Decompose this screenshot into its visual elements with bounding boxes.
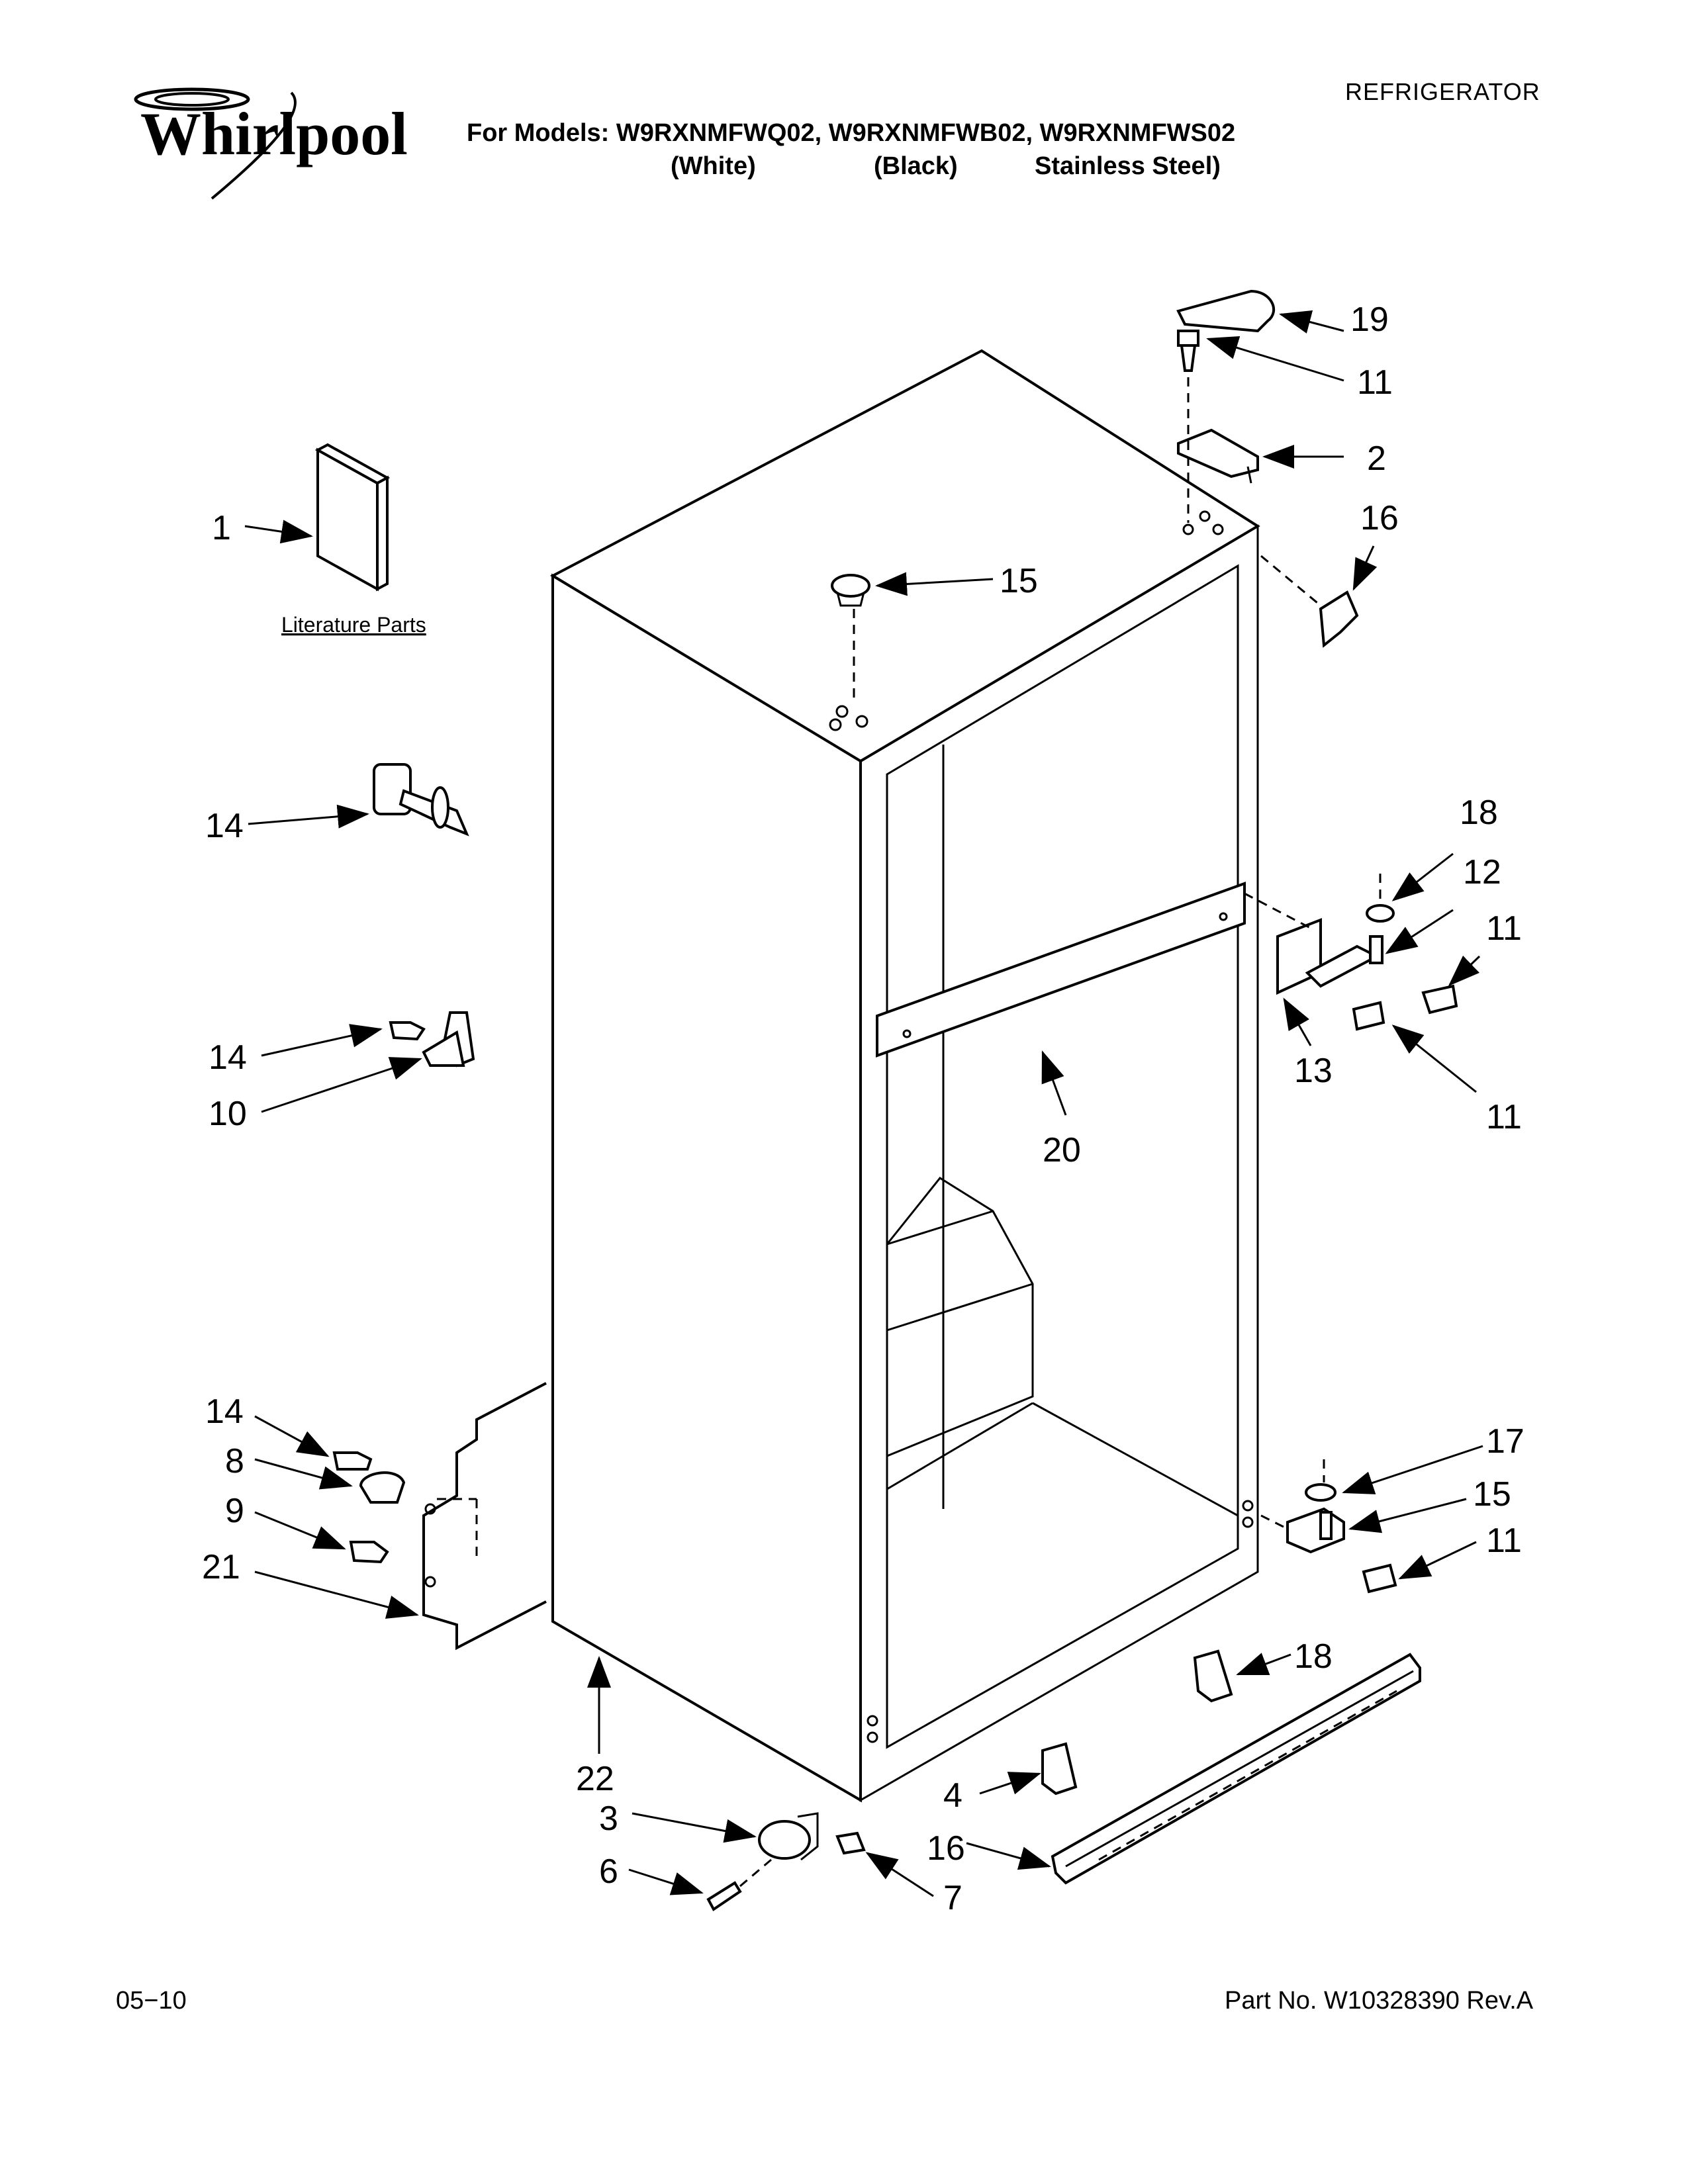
- callout-7: 7: [943, 1879, 962, 1917]
- callout-10: 10: [209, 1095, 247, 1133]
- callout-9: 9: [225, 1492, 244, 1530]
- callout-14-low: 14: [205, 1392, 244, 1431]
- callout-1: 1: [212, 509, 231, 547]
- footer-part-number: Part No. W10328390 Rev.A: [1225, 1987, 1534, 2015]
- part-center-hinge: [1276, 904, 1458, 1031]
- callout-4: 4: [943, 1776, 962, 1815]
- callout-6: 6: [599, 1852, 618, 1891]
- callout-19: 16: [927, 1829, 965, 1868]
- part-hinge-clip: [1319, 590, 1359, 648]
- assembly-guides: [739, 377, 1382, 1888]
- color-white: (White): [671, 152, 756, 180]
- callout-21: 17: [1486, 1422, 1524, 1461]
- refrigerator-cabinet: [549, 349, 1260, 1803]
- part-leveling-pin: [373, 763, 469, 837]
- callout-12: 12: [1463, 853, 1501, 891]
- callout-24: 20: [1043, 1131, 1081, 1169]
- callout-25: 21: [202, 1548, 240, 1586]
- callout-22: 18: [1294, 1637, 1333, 1676]
- callout-16: 14: [205, 807, 244, 845]
- callout-23: 19: [1350, 300, 1389, 339]
- callout-18: 16: [1360, 499, 1399, 537]
- literature-parts-label: Literature Parts: [281, 613, 426, 637]
- footer-date: 05−10: [116, 1987, 187, 2015]
- callout-11-bottom: 11: [1486, 1522, 1522, 1560]
- category-label: REFRIGERATOR: [1345, 78, 1540, 105]
- callout-11-mid-right: 11: [1486, 909, 1522, 948]
- part-plug: [831, 574, 870, 607]
- callout-26: 22: [576, 1760, 614, 1798]
- callout-13: 13: [1294, 1052, 1333, 1090]
- brand-logo-text: Whirlpool: [140, 100, 408, 167]
- callout-11-top: 11: [1357, 363, 1393, 402]
- callout-15: 15: [1473, 1475, 1511, 1514]
- callout-14-mid: 14: [209, 1038, 247, 1077]
- callout-2: 2: [1367, 439, 1386, 478]
- callout-11-mid-lower: 11: [1486, 1098, 1522, 1136]
- part-base-grille: [1051, 1653, 1421, 1885]
- part-bottom-hinge: [1286, 1483, 1397, 1594]
- callouts: 1 19 11 2 16 15 14 18 12 11 13 11 20 14 …: [202, 300, 1524, 1917]
- color-stainless: Stainless Steel): [1035, 152, 1221, 180]
- part-lower-left-bracket: [332, 1382, 547, 1651]
- part-hinge-cover: [1176, 289, 1276, 333]
- color-black: (Black): [874, 152, 958, 180]
- whirlpool-logo: Whirlpool: [134, 87, 408, 200]
- part-mid-bracket: [389, 1011, 475, 1068]
- part-front-roller: [706, 1812, 866, 1911]
- callout-3: 3: [599, 1799, 618, 1838]
- part-grille-clip-lower: [1041, 1742, 1078, 1796]
- callout-8: 8: [225, 1442, 244, 1480]
- leader-lines: [244, 310, 1483, 1897]
- part-top-hinge: [1177, 428, 1259, 484]
- part-grille-clip: [1193, 1649, 1233, 1703]
- part-screw-top: [1177, 330, 1199, 372]
- callout-20: 18: [1460, 794, 1498, 832]
- part-literature: Literature Parts: [281, 443, 426, 637]
- models-line: For Models: W9RXNMFWQ02, W9RXNMFWB02, W9…: [467, 119, 1236, 147]
- callout-17: 15: [1000, 562, 1038, 600]
